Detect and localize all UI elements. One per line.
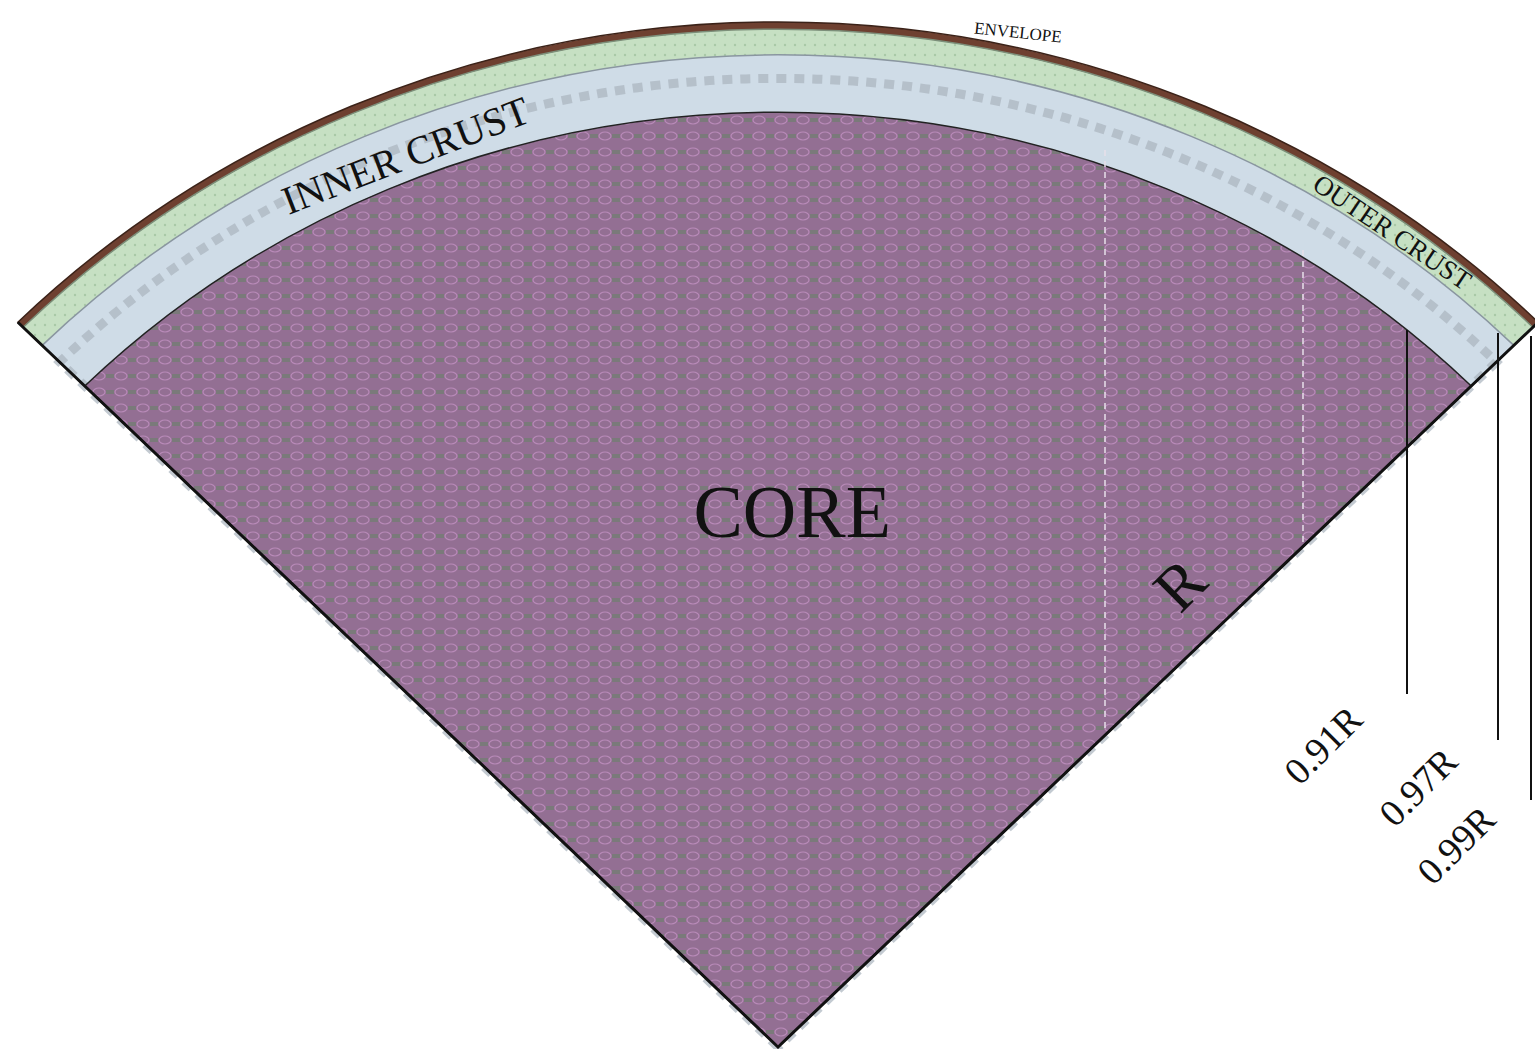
core-region — [85, 112, 1471, 1047]
radius-fraction: 0.91R — [1275, 697, 1371, 793]
envelope-band — [18, 22, 1535, 1047]
dashed-guide — [1302, 250, 1304, 545]
layer-name: CORE — [694, 470, 891, 555]
leader-line — [1406, 330, 1408, 694]
core-label: CORE — [694, 470, 891, 555]
inner-crust-band — [42, 55, 1514, 1047]
radius-fraction: 0.91R — [1275, 697, 1371, 793]
wedge-edge — [18, 322, 1535, 1047]
dashed-guide — [1104, 150, 1106, 730]
leader-line — [1530, 336, 1532, 800]
inner-crust-dots — [60, 78, 1497, 1047]
outer-crust-band — [23, 29, 1533, 1047]
leader-line — [1497, 333, 1499, 740]
